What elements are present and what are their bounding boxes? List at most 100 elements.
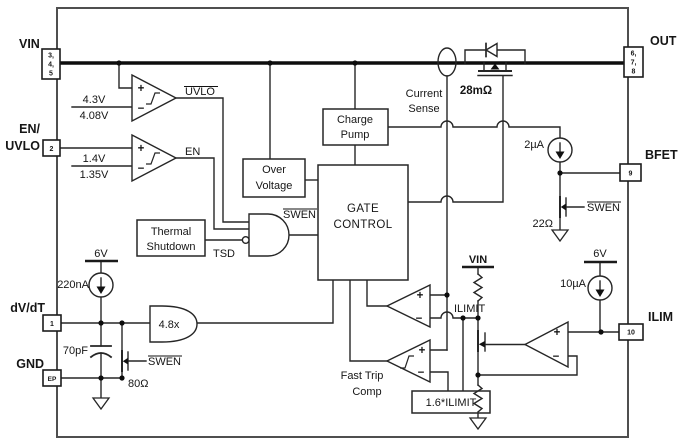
pin-label-uvlo: UVLO: [5, 139, 40, 153]
fet-rdson-label: 28mΩ: [460, 85, 492, 97]
thermal-shutdown-label: Thermal: [151, 226, 191, 238]
swen-signal-label: SWEN: [587, 202, 620, 214]
dvdt-resistor-label: 80Ω: [128, 378, 148, 390]
hysteresis-icon: [146, 92, 160, 105]
pin-number: 4,: [48, 62, 54, 69]
pin-vin: 3, 4, 5: [41, 48, 61, 80]
over-voltage-label: Over: [262, 164, 286, 176]
gain-label: 4.8x: [159, 319, 180, 331]
thermal-shutdown-label: Shutdown: [147, 241, 196, 253]
plus-sign: +: [138, 143, 145, 155]
bfet-current-label: 2µA: [524, 139, 544, 151]
pin-number: 7,: [631, 60, 637, 67]
ground-icon: [468, 417, 488, 431]
swen-signal-label: SWEN: [283, 209, 316, 221]
pin-number: 3,: [48, 53, 54, 60]
uvlo-rising-threshold: 4.3V: [83, 94, 106, 106]
en-falling-threshold: 1.35V: [80, 169, 109, 181]
plus-sign: +: [554, 327, 561, 339]
minus-sign: −: [138, 163, 145, 175]
ilim-current-source-icon: [587, 275, 613, 301]
pin-label-ilim: ILIM: [648, 310, 673, 324]
minus-sign: −: [553, 351, 560, 363]
enable-and-gate-icon: [241, 213, 290, 257]
pin-label-en: EN/: [19, 122, 40, 136]
charge-pump-label: Pump: [341, 129, 370, 141]
charge-pump-block: [322, 108, 389, 146]
pin-ilim: 10: [618, 323, 644, 341]
ground-icon: [91, 397, 111, 411]
pin-out: 6, 7, 8: [623, 46, 644, 78]
pin-number: 5: [49, 71, 53, 78]
uvlo-signal-label: UVLO: [185, 86, 215, 98]
plus-sign: +: [138, 83, 145, 95]
gate-control-block: [317, 164, 409, 281]
bfet-current-source-icon: [547, 137, 573, 163]
dvdt-capacitor-label: 70pF: [63, 345, 88, 357]
pin-label-bfet: BFET: [645, 148, 678, 162]
pin-number: 10: [627, 330, 635, 337]
minus-sign: −: [418, 367, 425, 379]
ilim-sense-resistor-icon: [472, 384, 484, 413]
ilim-current-label: 10µA: [560, 278, 587, 290]
pin-number: 2: [50, 146, 54, 153]
ilimit-reference-block: [411, 390, 491, 414]
current-sense-label: Current: [406, 88, 443, 100]
charge-pump-label: Charge: [337, 114, 373, 126]
current-limit-comparator: [385, 283, 431, 329]
ic-boundary: [56, 7, 629, 438]
ilimit-resistor-icon: [472, 273, 484, 302]
pin-dvdt: 1: [42, 314, 62, 332]
dvdt-capacitor-icon: [89, 345, 113, 359]
pin-label-dvdt: dV/dT: [10, 301, 45, 315]
over-voltage-block: [242, 158, 306, 198]
ilimit-reference-label: 1.6*ILIMIT: [426, 397, 477, 409]
gate-control-label: CONTROL: [333, 219, 392, 231]
gate-control-label: GATE: [347, 203, 379, 215]
dvdt-gain-stage: [149, 305, 198, 343]
hysteresis-icon: [400, 355, 414, 369]
en-comparator: [131, 133, 178, 183]
pin-label-out: OUT: [650, 34, 677, 48]
rail-6v-label: 6V: [593, 248, 607, 260]
uvlo-comparator: [131, 73, 178, 123]
pin-en-uvlo: 2: [42, 139, 61, 157]
junction-dots: [98, 60, 604, 381]
pin-number: EP: [48, 376, 57, 383]
pin-bfet: 9: [619, 163, 642, 182]
pin-number: 9: [629, 171, 633, 178]
fast-trip-label: Fast Trip: [341, 370, 384, 382]
dvdt-discharge-mosfet-icon: [121, 350, 129, 372]
ilimit-signal-label: ILIMIT: [454, 303, 485, 315]
dvdt-current-label: 220nA: [57, 279, 89, 291]
dvdt-current-source-icon: [88, 272, 114, 298]
current-sense-label: Sense: [408, 103, 439, 115]
ilim-mosfet-icon: [477, 330, 486, 352]
pass-fet-icon: [464, 42, 526, 77]
vin-rail-label: VIN: [469, 254, 487, 266]
hysteresis-icon: [146, 152, 160, 165]
wires: [60, 62, 621, 419]
pin-gnd: EP: [42, 369, 62, 387]
swen-signal-label: SWEN: [148, 356, 181, 368]
minus-sign: −: [138, 103, 145, 115]
thermal-shutdown-block: [136, 219, 206, 257]
fast-trip-comparator: [385, 338, 431, 384]
uvlo-falling-threshold: 4.08V: [80, 110, 109, 122]
plus-sign: +: [417, 290, 424, 302]
bfet-discharge-mosfet-icon: [559, 196, 567, 218]
body-diode-icon: [484, 42, 498, 58]
over-voltage-label: Voltage: [256, 180, 293, 192]
pin-number: 1: [50, 321, 54, 328]
fast-trip-label: Comp: [352, 386, 381, 398]
plus-sign: +: [419, 345, 426, 357]
en-signal-label: EN: [185, 146, 200, 158]
current-sense-loop-icon: [437, 47, 457, 77]
minus-sign: −: [416, 313, 423, 325]
pin-number: 8: [632, 69, 636, 76]
pin-number: 6,: [631, 51, 637, 58]
tsd-signal-label: TSD: [213, 248, 235, 260]
ground-icon: [550, 229, 570, 243]
